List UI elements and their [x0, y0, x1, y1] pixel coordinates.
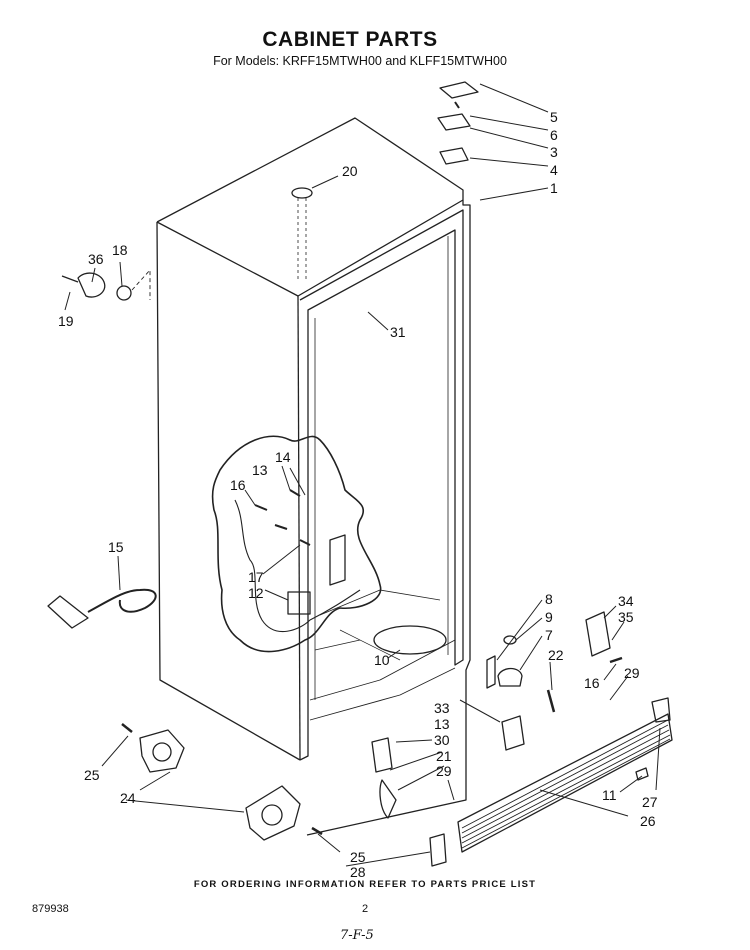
callout-5: 5: [550, 109, 558, 125]
callout-22: 22: [548, 647, 564, 663]
callout-11: 11: [602, 787, 617, 803]
callout-28: 28: [350, 864, 366, 880]
part-6-top-hinge: [437, 113, 471, 131]
callout-29b: 29: [436, 763, 452, 779]
cabinet-outline: [156, 117, 471, 836]
part-27-grille-clip: [651, 697, 671, 723]
cabinet-drawing: [47, 81, 673, 867]
callout-30: 30: [434, 732, 450, 748]
callout-35: 35: [618, 609, 634, 625]
callout-34: 34: [618, 593, 634, 609]
document-number: 879938: [32, 903, 69, 915]
part-24-rear-roller: [139, 729, 185, 773]
callout-27: 27: [642, 794, 658, 810]
callout-numbers: 5 6 3 4 1 20 18 36 19 31 14 13 16 15 17 …: [58, 109, 658, 880]
callout-7: 7: [545, 627, 553, 643]
part-7-leveling-leg: [497, 667, 523, 687]
callout-18: 18: [112, 242, 128, 258]
callout-31: 31: [390, 324, 406, 340]
callout-10: 10: [374, 652, 390, 668]
callout-36: 36: [88, 251, 104, 267]
callout-16b: 16: [584, 675, 600, 691]
callout-24: 24: [120, 790, 136, 806]
callout-20: 20: [342, 163, 358, 179]
callout-9: 9: [545, 609, 553, 625]
part-26-base-grille: [457, 713, 673, 853]
callout-33: 33: [434, 700, 450, 716]
ordering-note: FOR ORDERING INFORMATION REFER TO PARTS …: [193, 879, 537, 890]
part-12-box: [287, 591, 311, 615]
leader-lines: [64, 83, 661, 867]
cutaway-outline: [211, 435, 382, 653]
callout-3: 3: [550, 144, 558, 160]
callout-13b: 13: [434, 716, 450, 732]
callout-8: 8: [545, 591, 553, 607]
callout-26: 26: [640, 813, 656, 829]
part-15-power-cord-plug: [47, 595, 89, 629]
callout-12: 12: [248, 585, 264, 601]
callout-19: 19: [58, 313, 74, 329]
part-28-grille-end: [429, 833, 447, 867]
handwritten-mark: 7-F-5: [340, 928, 374, 943]
callout-6: 6: [550, 127, 558, 143]
callout-21: 21: [436, 748, 452, 764]
part-20-plug: [291, 187, 313, 199]
part-33-spacer: [501, 715, 525, 751]
callout-25b: 25: [350, 849, 366, 865]
part-5-hinge-cover: [439, 81, 479, 99]
callout-29a: 29: [624, 665, 640, 681]
part-10-panel: [373, 625, 447, 655]
part-34-lower-hinge: [585, 611, 611, 657]
part-8-bracket: [486, 655, 496, 689]
model-subtitle: For Models: KRFF15MTWH00 and KLFF15MTWH0…: [213, 54, 507, 68]
part-24-front-roller: [245, 785, 301, 841]
part-13-bracket: [371, 737, 393, 773]
page-title: CABINET PARTS: [262, 28, 438, 51]
callout-4: 4: [550, 162, 558, 178]
callout-25a: 25: [84, 767, 100, 783]
callout-1: 1: [550, 180, 558, 196]
page-number: 2: [362, 903, 369, 915]
callout-13a: 13: [252, 462, 268, 478]
callout-17: 17: [248, 569, 264, 585]
part-4-shim: [439, 147, 469, 165]
callout-16a: 16: [230, 477, 246, 493]
callout-14: 14: [275, 449, 291, 465]
part-18-grommet: [116, 285, 132, 301]
part-36-clip: [61, 272, 106, 298]
callout-15: 15: [108, 539, 124, 555]
part-11-screw: [635, 767, 649, 781]
part-21-clip: [379, 779, 397, 819]
